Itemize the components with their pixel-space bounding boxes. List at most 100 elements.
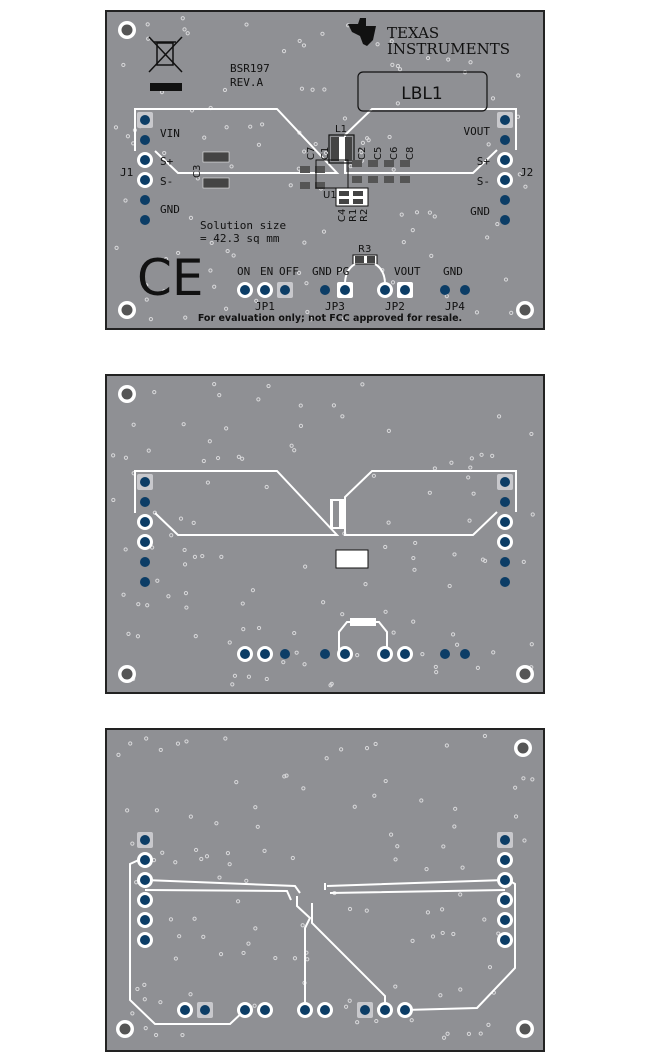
via — [288, 183, 293, 188]
via — [340, 414, 345, 419]
through-hole-pad — [280, 649, 290, 659]
via — [144, 736, 149, 741]
via — [111, 453, 116, 458]
via — [143, 1025, 148, 1031]
via — [264, 676, 269, 682]
via — [229, 164, 234, 169]
through-hole-pad — [140, 557, 150, 567]
via — [391, 630, 396, 635]
pcb-top-layer: BSR197 REV.A TEXAS INSTRUMENTS LBL1 VIN … — [105, 10, 545, 330]
via — [200, 553, 205, 559]
through-hole-pad — [500, 517, 510, 527]
via — [328, 683, 333, 688]
via — [188, 992, 193, 997]
via — [158, 1000, 163, 1005]
through-hole-pad — [260, 649, 270, 659]
via — [453, 806, 458, 811]
via — [244, 22, 249, 27]
through-hole-pad — [180, 1005, 190, 1015]
through-hole-pad — [200, 1005, 210, 1015]
via — [323, 150, 329, 156]
via — [175, 741, 181, 746]
via — [374, 1018, 379, 1024]
via — [451, 931, 456, 937]
via — [446, 57, 451, 62]
logo-instruments: INSTRUMENTS — [387, 40, 510, 58]
via — [430, 934, 436, 939]
via — [204, 854, 210, 859]
through-hole-pad — [380, 285, 390, 295]
via — [304, 281, 309, 286]
via — [142, 997, 147, 1002]
via — [310, 87, 315, 92]
through-hole-pad — [500, 895, 510, 905]
via — [468, 465, 473, 470]
via — [395, 844, 400, 849]
via — [168, 917, 174, 922]
via — [184, 739, 189, 744]
via — [522, 838, 527, 843]
via — [232, 673, 238, 678]
via — [223, 736, 228, 741]
via — [516, 73, 521, 78]
via — [173, 860, 178, 865]
via — [364, 136, 370, 141]
via — [513, 785, 518, 790]
via — [260, 122, 265, 127]
component-label: C5 — [373, 147, 384, 160]
crossed-bin-icon — [148, 36, 183, 73]
via — [145, 22, 150, 27]
via — [256, 625, 262, 631]
via — [236, 454, 241, 459]
via — [240, 456, 245, 461]
capacitor-pad — [384, 160, 394, 167]
via — [509, 310, 514, 315]
via — [324, 756, 329, 761]
via — [208, 268, 213, 273]
component-label: C2 — [357, 147, 368, 160]
via — [390, 280, 396, 285]
via — [284, 773, 289, 778]
via — [486, 1022, 491, 1027]
capacitor-pad — [315, 182, 325, 189]
through-hole-pad — [140, 477, 150, 487]
via — [342, 316, 347, 322]
via — [219, 554, 224, 560]
pin-label: VIN — [160, 127, 180, 140]
via — [305, 309, 310, 315]
component-label: C7 — [306, 147, 317, 160]
via — [391, 167, 396, 172]
through-hole-pad — [400, 649, 410, 659]
jumper-label: VOUT — [394, 265, 421, 278]
via — [300, 923, 305, 928]
via — [217, 875, 222, 880]
via — [264, 484, 269, 490]
jumper-id: JP4 — [445, 300, 465, 313]
via — [468, 60, 473, 65]
via — [266, 383, 271, 389]
via — [433, 664, 438, 670]
pin-label: S+ — [477, 155, 491, 168]
via — [224, 426, 229, 431]
via — [131, 422, 136, 427]
via — [199, 856, 204, 862]
via — [413, 540, 418, 546]
via — [212, 382, 217, 387]
via — [355, 653, 360, 658]
through-hole-pad — [260, 285, 270, 295]
via — [145, 603, 150, 608]
via — [184, 605, 189, 610]
via — [478, 1031, 483, 1036]
through-hole-pad — [140, 115, 150, 125]
jumper-id: JP3 — [325, 300, 345, 313]
component-label: U1 — [323, 190, 337, 201]
through-hole-pad — [500, 875, 510, 885]
via — [114, 245, 119, 251]
via — [281, 49, 287, 54]
ti-logo-icon — [348, 18, 376, 46]
via — [230, 682, 235, 687]
via — [202, 135, 207, 140]
via — [452, 824, 457, 829]
via — [223, 306, 229, 311]
via — [185, 31, 190, 36]
